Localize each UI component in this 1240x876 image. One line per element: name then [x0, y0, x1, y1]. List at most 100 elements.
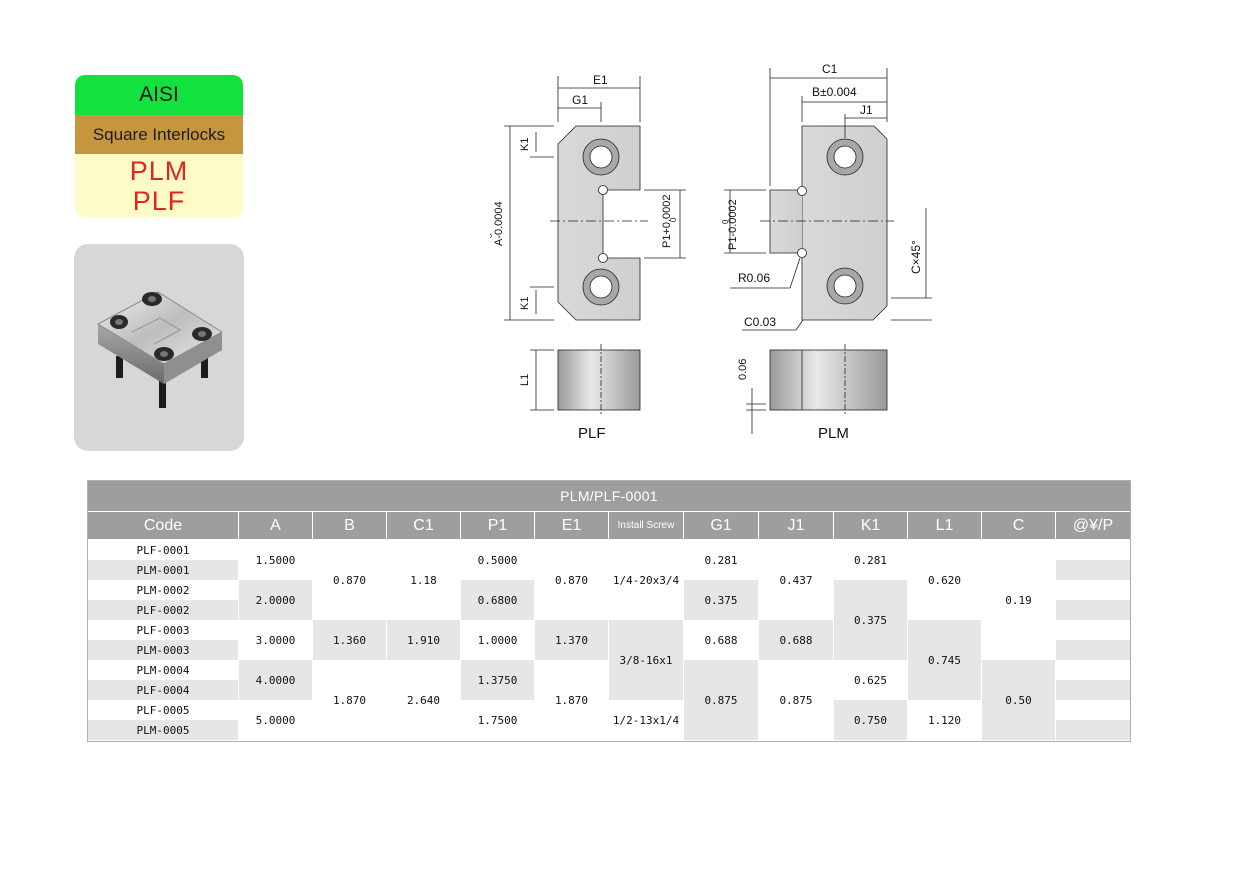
code-cell: PLF-0001: [136, 543, 190, 557]
dim-k1-bottom: K1: [519, 297, 531, 310]
col-header-e1: E1: [535, 512, 608, 539]
price-cell: [1056, 560, 1130, 580]
dim-j1: J1: [860, 103, 873, 117]
e1-cell: 0.870: [554, 573, 589, 587]
a-cell: 1.5000: [255, 553, 296, 567]
code-cell: PLM-0003: [88, 640, 238, 660]
dim-c45: C×45°: [909, 240, 923, 274]
product-badge: AISI Square Interlocks PLM PLF: [75, 75, 243, 217]
dim-r006: R0.06: [738, 271, 770, 285]
j1-cell: 0.437: [779, 573, 813, 587]
dim-c1: C1: [822, 62, 838, 76]
col-header-l1: L1: [908, 512, 981, 539]
col-header-p1: P1: [461, 512, 534, 539]
price-cell: [1056, 540, 1130, 560]
code-cell: PLF-0002: [88, 600, 238, 620]
dim-006: 0.06: [737, 359, 749, 380]
col-header-c1: C1: [387, 512, 460, 539]
a-cell: 4.0000: [239, 660, 312, 700]
code-cell: PLM-0004: [136, 663, 190, 677]
a-cell: 2.0000: [239, 580, 312, 620]
price-cell: [1056, 600, 1130, 620]
g1-cell: 0.688: [704, 633, 738, 647]
g1-cell: 0.281: [704, 553, 738, 567]
col-header-j1: J1: [759, 512, 833, 539]
p1-cell: 0.6800: [461, 580, 534, 620]
col-header-c: C: [982, 512, 1055, 539]
dim-e1: E1: [593, 73, 608, 87]
col-header-code: Code: [88, 512, 238, 539]
code-cell: PLF-0003: [136, 623, 190, 637]
col-header-g1: G1: [684, 512, 758, 539]
e1-cell: 1.370: [535, 620, 608, 660]
c1-cell: 1.18: [410, 573, 437, 587]
product-code-plf: PLF: [132, 185, 186, 216]
code-cell: PLF-0005: [136, 703, 190, 717]
p1-cell: 1.0000: [477, 633, 518, 647]
l1-cell: 0.745: [908, 620, 981, 700]
j1-cell: 0.875: [779, 693, 813, 707]
standard-label: AISI: [75, 75, 243, 115]
col-header-install-screw: Install Screw: [609, 512, 683, 539]
price-cell: [1056, 700, 1130, 720]
b-cell: 1.360: [313, 620, 386, 660]
j1-cell: 0.688: [759, 620, 833, 660]
series-label: Square Interlocks: [75, 115, 243, 154]
dim-a: A-0.0004: [493, 201, 505, 246]
p1-cell: 1.7500: [477, 713, 518, 727]
product-code-plm: PLM: [129, 155, 189, 186]
table-title: PLM/PLF-0001: [88, 481, 1130, 511]
col-header-k1: K1: [834, 512, 907, 539]
price-cell: [1056, 620, 1130, 640]
technical-drawing: E1 G1 C1 B±0.004 J1 K1 K1 A-0.0004 0 P1+…: [485, 58, 950, 450]
price-cell: [1056, 680, 1130, 700]
view-label-plm: PLM: [818, 425, 849, 442]
spec-table: PLM/PLF-0001 Code A B C1 P1 E1 Install S…: [87, 480, 1131, 742]
price-cell: [1056, 720, 1130, 740]
code-cell: PLM-0005: [88, 720, 238, 740]
k1-cell: 0.625: [853, 673, 888, 687]
code-cell: PLM-0002: [136, 583, 190, 597]
l1-cell: 0.620: [927, 573, 962, 587]
g1-cell: 0.875: [684, 660, 758, 740]
k1-cell: 0.750: [834, 700, 907, 740]
col-header-a: A: [239, 512, 312, 539]
screw-cell: 1/2-13x1/4: [612, 713, 680, 727]
k1-cell: 0.281: [853, 553, 888, 567]
dim-p1-plf-lower: 0: [669, 217, 678, 222]
dim-p1-plm-upper: 0: [721, 219, 730, 224]
dim-a-upper: 0: [490, 233, 494, 238]
c-cell: 0.50: [982, 660, 1055, 740]
dim-g1: G1: [572, 93, 588, 107]
dim-k1-top: K1: [519, 138, 531, 151]
p1-cell: 1.3750: [461, 660, 534, 700]
dim-c003: C0.03: [744, 315, 776, 329]
c-cell: 0.19: [1005, 593, 1032, 607]
price-cell: [1056, 660, 1130, 680]
code-cell: PLF-0004: [88, 680, 238, 700]
product-codes: PLM PLF: [75, 154, 243, 217]
c1-cell: 1.910: [387, 620, 460, 660]
l1-cell: 1.120: [927, 713, 962, 727]
price-cell: [1056, 580, 1130, 600]
dim-p1-plf: P1+0.0002: [661, 194, 673, 248]
product-photo: [74, 244, 244, 451]
view-label-plf: PLF: [578, 425, 606, 442]
p1-cell: 0.5000: [477, 553, 518, 567]
col-header-b: B: [313, 512, 386, 539]
g1-cell: 0.375: [684, 580, 758, 620]
c1-cell: 2.640: [406, 693, 441, 707]
a-cell: 3.0000: [255, 633, 296, 647]
b-cell: 0.870: [332, 573, 367, 587]
screw-cell: 3/8-16x1: [609, 620, 683, 700]
b-cell: 1.870: [332, 693, 367, 707]
k1-cell: 0.375: [834, 580, 907, 660]
screw-cell: 1/4-20x3/4: [612, 573, 680, 587]
e1-cell: 1.870: [554, 693, 589, 707]
dim-l1: L1: [519, 374, 531, 386]
a-cell: 5.0000: [255, 713, 296, 727]
col-header-price: @¥/P: [1056, 512, 1130, 539]
dim-p1-plm: P1-0.0002: [727, 199, 739, 250]
price-cell: [1056, 640, 1130, 660]
dim-b: B±0.004: [812, 85, 857, 99]
